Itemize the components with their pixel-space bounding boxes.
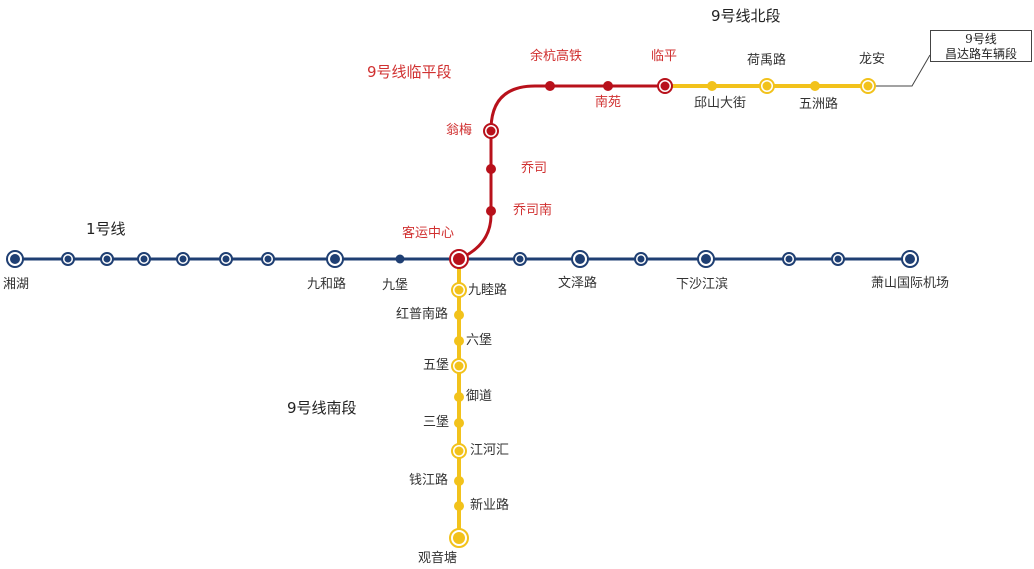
label-qiaosinan: 乔司南	[513, 203, 553, 218]
station-liubao-marker	[454, 336, 464, 346]
label-qianjianglu: 钱江路	[409, 473, 449, 488]
station-qiaosinan-marker	[486, 206, 496, 216]
station-jiubao-marker	[395, 254, 405, 264]
label-keyunzhongxin: 客运中心	[402, 226, 455, 241]
station-yuhang-hsr-marker	[545, 81, 555, 91]
label-hongpunanlu: 红普南路	[396, 307, 449, 322]
label-jiuhelu: 九和路	[307, 277, 347, 292]
station-guanyintang-marker	[449, 528, 469, 548]
line1-small-station	[219, 252, 233, 266]
label-heyulu: 荷禹路	[747, 53, 787, 68]
depot-box: 9号线 昌达路车辆段	[930, 30, 1032, 62]
label-xianghu: 湘湖	[3, 277, 30, 292]
label-yudao: 御道	[466, 389, 493, 404]
line1-small-station	[261, 252, 275, 266]
line1-small-station	[100, 252, 114, 266]
station-qiaosi-marker	[486, 164, 496, 174]
title-line1: 1号线	[86, 220, 126, 238]
line1-small-station	[137, 252, 151, 266]
station-xinyelu-marker	[454, 501, 464, 511]
label-xiashajiangbin: 下沙江滨	[676, 277, 729, 292]
label-xiaoshan-airport: 萧山国际机场	[871, 276, 950, 291]
title-line9-north: 9号线北段	[711, 7, 781, 25]
label-liubao: 六堡	[466, 333, 493, 348]
station-wenzelu-marker	[571, 250, 589, 268]
station-linping-marker	[657, 78, 673, 94]
label-sanbao: 三堡	[423, 415, 450, 430]
station-nanyuan-marker	[603, 81, 613, 91]
label-xinyelu: 新业路	[470, 498, 510, 513]
depot-name-label: 昌达路车辆段	[944, 47, 1017, 61]
station-airport-marker	[901, 250, 919, 268]
depot-connector	[868, 54, 931, 87]
station-longan-marker	[860, 78, 876, 94]
station-jiuhelu-marker	[326, 250, 344, 268]
station-wubao-marker	[451, 358, 467, 374]
station-wengmei-marker	[483, 123, 499, 139]
label-jiubao: 九堡	[382, 278, 409, 293]
label-wengmei: 翁梅	[446, 123, 473, 138]
line1-small-station	[176, 252, 190, 266]
line1-small-station	[831, 252, 845, 266]
title-line9-south: 9号线南段	[287, 399, 357, 417]
station-heyulu-marker	[759, 78, 775, 94]
station-sanbao-marker	[454, 418, 464, 428]
station-wuzhoulu-marker	[810, 81, 820, 91]
line1-small-station	[634, 252, 648, 266]
label-qiushandajie: 邱山大街	[694, 96, 747, 111]
line1-small-station	[513, 252, 527, 266]
station-yudao-marker	[454, 392, 464, 402]
label-wuzhoulu: 五洲路	[799, 97, 839, 112]
label-wenzelu: 文泽路	[558, 276, 598, 291]
line1-small-station	[782, 252, 796, 266]
label-longan: 龙安	[859, 52, 886, 67]
line1-small-station	[61, 252, 75, 266]
station-qiushandajie-marker	[707, 81, 717, 91]
label-guanyintang: 观音塘	[418, 551, 458, 566]
label-yuhang-hsr: 余杭高铁	[530, 49, 583, 64]
label-nanyuan: 南苑	[595, 95, 622, 110]
station-qianjianglu-marker	[454, 476, 464, 486]
label-jiumulu: 九睦路	[468, 283, 508, 298]
station-hongpunanlu-marker	[454, 310, 464, 320]
label-qiaosi: 乔司	[521, 161, 548, 176]
depot-line-label: 9号线	[965, 32, 997, 46]
station-xiashajiangbin-marker	[697, 250, 715, 268]
station-xianghu-marker	[6, 250, 24, 268]
label-linping: 临平	[651, 49, 678, 64]
station-keyunzhongxin-marker	[449, 249, 469, 269]
station-jianghehui-marker	[451, 443, 467, 459]
station-jiumulu-marker	[451, 282, 467, 298]
title-line9-linping: 9号线临平段	[367, 63, 452, 81]
label-wubao: 五堡	[423, 358, 450, 373]
label-jianghehui: 江河汇	[470, 443, 510, 458]
